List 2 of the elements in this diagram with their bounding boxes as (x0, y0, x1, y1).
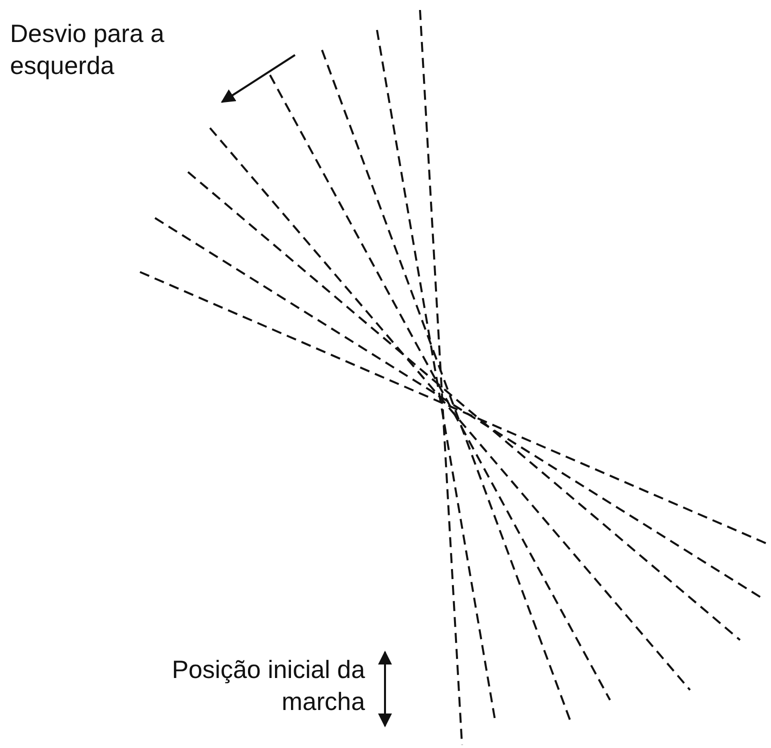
annotation-text: Posição inicial da marcha (170, 655, 365, 718)
annotation-text: Desvio para a esquerda (10, 19, 166, 82)
